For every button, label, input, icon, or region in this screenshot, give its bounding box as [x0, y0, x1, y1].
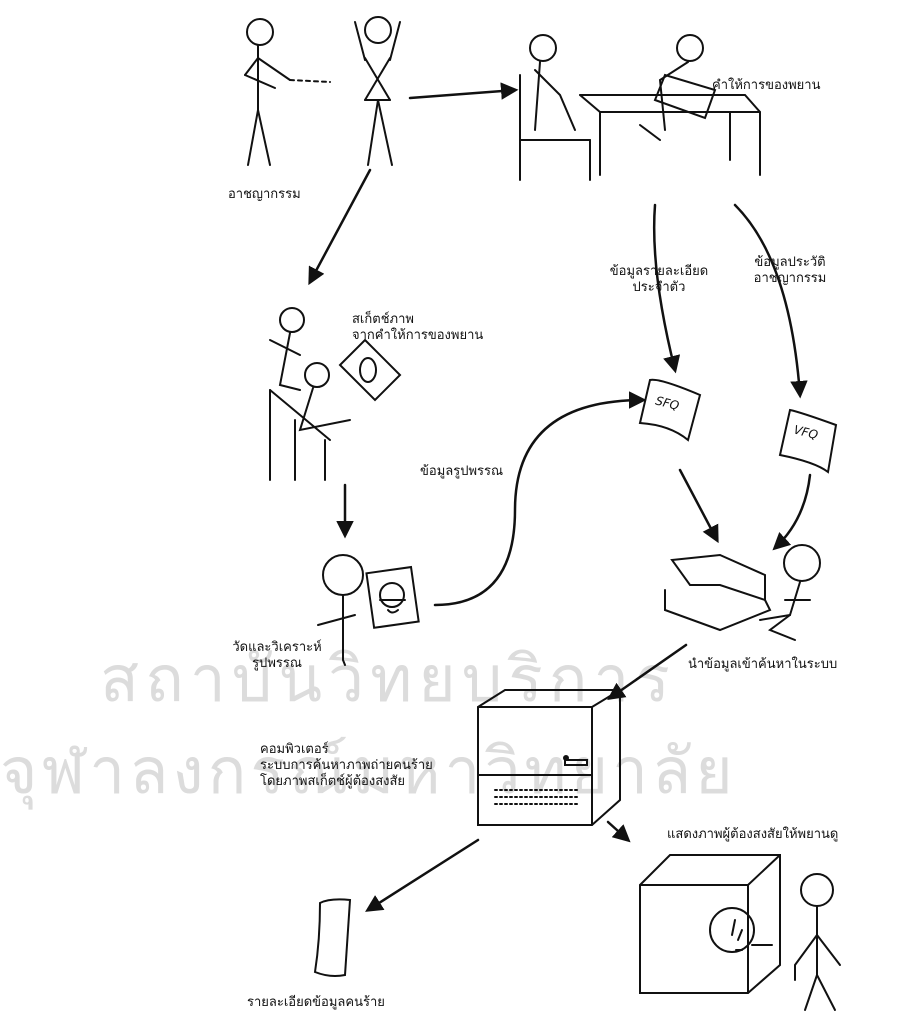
computer-system-line-3: โดยภาพสเก็ตช์ผู้ต้องสงสัย — [260, 774, 433, 790]
sfq-label: SFQ — [654, 394, 681, 413]
witness-figure — [795, 874, 840, 1010]
criminal-history-label: ข้อมูลประวัติ อาชญากรรม — [730, 255, 850, 287]
witness-statement-label: คำให้การของพยาน — [712, 78, 820, 94]
crime-figures — [245, 17, 400, 165]
display-monitor — [640, 855, 780, 993]
sketch-line-1: สเก็ตช์ภาพ — [352, 312, 483, 328]
sketch-label: สเก็ตช์ภาพ จากคำให้การของพยาน — [352, 312, 483, 344]
interview-scene — [520, 35, 760, 180]
personal-details-line-2: ประจำตัว — [589, 280, 729, 296]
computer-system-line-1: คอมพิวเตอร์ — [260, 742, 433, 758]
criminal-history-line-1: ข้อมูลประวัติ — [730, 255, 850, 271]
measure-analyze-line-2: รูปพรรณ — [222, 656, 332, 672]
sketch-line-2: จากคำให้การของพยาน — [352, 328, 483, 344]
computer-server — [478, 690, 620, 825]
computer-system-label: คอมพิวเตอร์ ระบบการค้นหาภาพถ่ายคนร้าย โด… — [260, 742, 433, 790]
vfq-form — [780, 410, 836, 472]
criminal-history-line-2: อาชญากรรม — [730, 271, 850, 287]
personal-details-label: ข้อมูลรายละเอียด ประจำตัว — [589, 264, 729, 296]
show-suspect-label: แสดงภาพผู้ต้องสงสัยให้พยานดู — [667, 827, 838, 843]
computer-system-line-2: ระบบการค้นหาภาพถ่ายคนร้าย — [260, 758, 433, 774]
criminal-details-label: รายละเอียดข้อมูลคนร้าย — [247, 995, 385, 1011]
measure-analyze-label: วัดและวิเคราะห์ รูปพรรณ — [222, 640, 332, 672]
output-document — [315, 899, 350, 976]
measure-analyze-line-1: วัดและวิเคราะห์ — [222, 640, 332, 656]
input-search-label: นำข้อมูลเข้าค้นหาในระบบ — [688, 657, 837, 673]
crime-label: อาชญากรรม — [228, 187, 301, 203]
measure-scene — [318, 555, 419, 665]
terminal-scene — [665, 545, 820, 640]
vfq-label: VFQ — [792, 423, 819, 443]
facial-data-label: ข้อมูลรูปพรรณ — [420, 464, 503, 480]
personal-details-line-1: ข้อมูลรายละเอียด — [589, 264, 729, 280]
